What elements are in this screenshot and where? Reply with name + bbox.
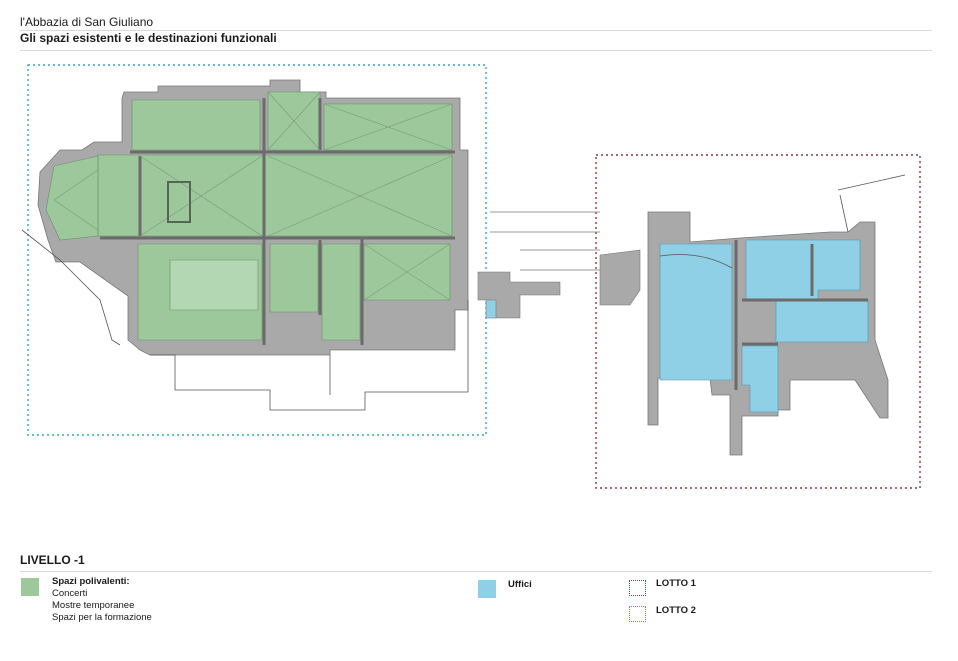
polivalenti-item: Spazi per la formazione: [52, 612, 152, 623]
lotto-1-label: LOTTO 1: [656, 578, 696, 589]
altar-outline: [167, 181, 191, 223]
polivalenti-item: Mostre temporanee: [52, 600, 135, 611]
uffici-swatch: [478, 580, 496, 598]
polivalenti-title: Spazi polivalenti:: [52, 576, 130, 587]
east-building-interior-walls: [734, 240, 868, 390]
abbey-interior-walls: [100, 98, 455, 345]
lotto-1-boundary: [595, 154, 921, 489]
office-spaces: [659, 239, 869, 413]
document-title: Gli spazi esistenti e le destinazioni fu…: [20, 31, 277, 45]
uffici-legend: Uffici: [508, 579, 532, 591]
polivalenti-item: Concerti: [52, 588, 88, 599]
document-subtitle: l'Abbazia di San Giuliano: [20, 15, 154, 29]
lotto-1-swatch: [629, 580, 646, 596]
east-building-extra-lines: [659, 174, 906, 269]
lotto-2-legend: LOTTO 2: [656, 605, 696, 617]
legend-divider: [20, 571, 932, 572]
header-divider-bottom: [20, 50, 932, 51]
polivalenti-swatch: [21, 578, 39, 596]
header: l'Abbazia di San Giuliano Gli spazi esis…: [20, 14, 932, 46]
abbey-vault-lines: [53, 91, 453, 301]
level-label: LIVELLO -1: [20, 553, 85, 567]
connecting-corridor: [477, 249, 641, 319]
corridor-lines: [490, 211, 600, 271]
header-divider-top: [20, 30, 932, 31]
lotto-2-swatch: [629, 606, 646, 622]
lotto-2-boundary: [27, 64, 487, 436]
lotto-1-legend: LOTTO 1: [656, 578, 696, 590]
polivalenti-legend: Spazi polivalenti: Concerti Mostre tempo…: [52, 576, 152, 624]
abbey-lower-outline: [21, 229, 469, 411]
lotto-2-label: LOTTO 2: [656, 605, 696, 616]
uffici-label: Uffici: [508, 579, 532, 590]
